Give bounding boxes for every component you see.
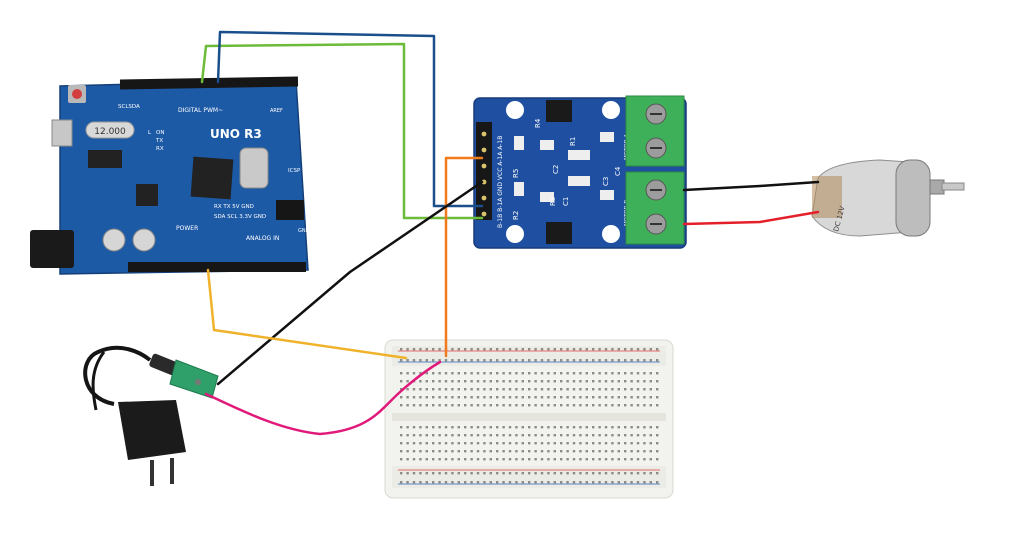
c4-label: C4: [614, 166, 622, 176]
c3-label: C3: [602, 177, 610, 186]
r5-label: R5: [512, 169, 520, 178]
capacitor-1: [102, 228, 126, 252]
driver-chip-a: [546, 100, 572, 122]
breadboard: [384, 339, 674, 499]
arduino-uno-board: 12.000 UNO R3 DIGITAL PWM~ SCLSDA TX RX …: [30, 76, 310, 275]
crystal-label: 12.000: [94, 127, 126, 137]
tx-label: TX: [155, 138, 163, 144]
sda-row-label: SDA SCL 3.3V GND: [214, 214, 266, 220]
wire-motor-red: [682, 210, 820, 226]
mounting-hole-br: [602, 225, 620, 243]
wire-magenta: [204, 360, 442, 436]
crystal-oscillator: [85, 121, 135, 139]
usb-chip: [88, 150, 122, 168]
c1-label: C1: [562, 197, 570, 206]
dc-barrel-connector: [149, 353, 219, 399]
power-analog-header: [128, 262, 306, 272]
r1-label: R1: [569, 137, 577, 146]
wire-orange: [444, 156, 484, 358]
icsp-label: ICSP: [288, 168, 301, 174]
mounting-hole-tr: [602, 101, 620, 119]
screw-terminal-a: [625, 95, 685, 167]
dc-power-jack: [30, 230, 74, 268]
secondary-crystal: [239, 147, 269, 189]
wire-motor-black: [682, 180, 820, 192]
wire-yellow: [206, 268, 408, 360]
gnd-label: GND: [298, 228, 310, 234]
r3-label: R3: [549, 197, 557, 206]
digital-header: [119, 76, 299, 90]
wires: [200, 30, 820, 436]
icsp-header: [276, 200, 304, 220]
voltage-regulator: [136, 184, 158, 206]
wire-black: [216, 180, 484, 386]
capacitor-2: [132, 228, 156, 252]
driver-pin-header: [476, 122, 492, 220]
c2-label: C2: [552, 165, 560, 174]
rx-label: RX: [156, 146, 164, 152]
rx-tx-row-label: RX TX 5V GND: [214, 204, 254, 210]
mounting-hole-bl: [506, 225, 524, 243]
screw-terminal-b: [625, 171, 685, 245]
r2-label: R2: [512, 211, 520, 220]
digital-header-label: DIGITAL PWM~: [178, 107, 223, 114]
driver-chip-b: [546, 222, 572, 244]
mounting-hole-tl: [506, 101, 524, 119]
usb-port: [51, 119, 73, 147]
aref-label: AREF: [270, 108, 283, 114]
power-adapter: [83, 345, 186, 486]
microcontroller-chip: [190, 156, 234, 200]
r4-label: R4: [534, 118, 542, 128]
on-label: ON: [156, 130, 164, 136]
driver-pin-labels: B-1B B-1A GND VCC A-1A A-1B: [497, 136, 504, 228]
power-label: POWER: [176, 225, 198, 232]
wire-blue: [216, 30, 484, 208]
motor-driver-board: B-1B B-1A GND VCC A-1A A-1B R4 R5 R2 R1 …: [473, 95, 687, 249]
board-model-label: UNO R3: [210, 127, 262, 141]
dc-gear-motor: DC 12V: [811, 159, 965, 237]
analog-label: ANALOG IN: [246, 235, 279, 242]
i2c-label: SCLSDA: [118, 104, 140, 110]
l-label: L: [148, 130, 152, 136]
